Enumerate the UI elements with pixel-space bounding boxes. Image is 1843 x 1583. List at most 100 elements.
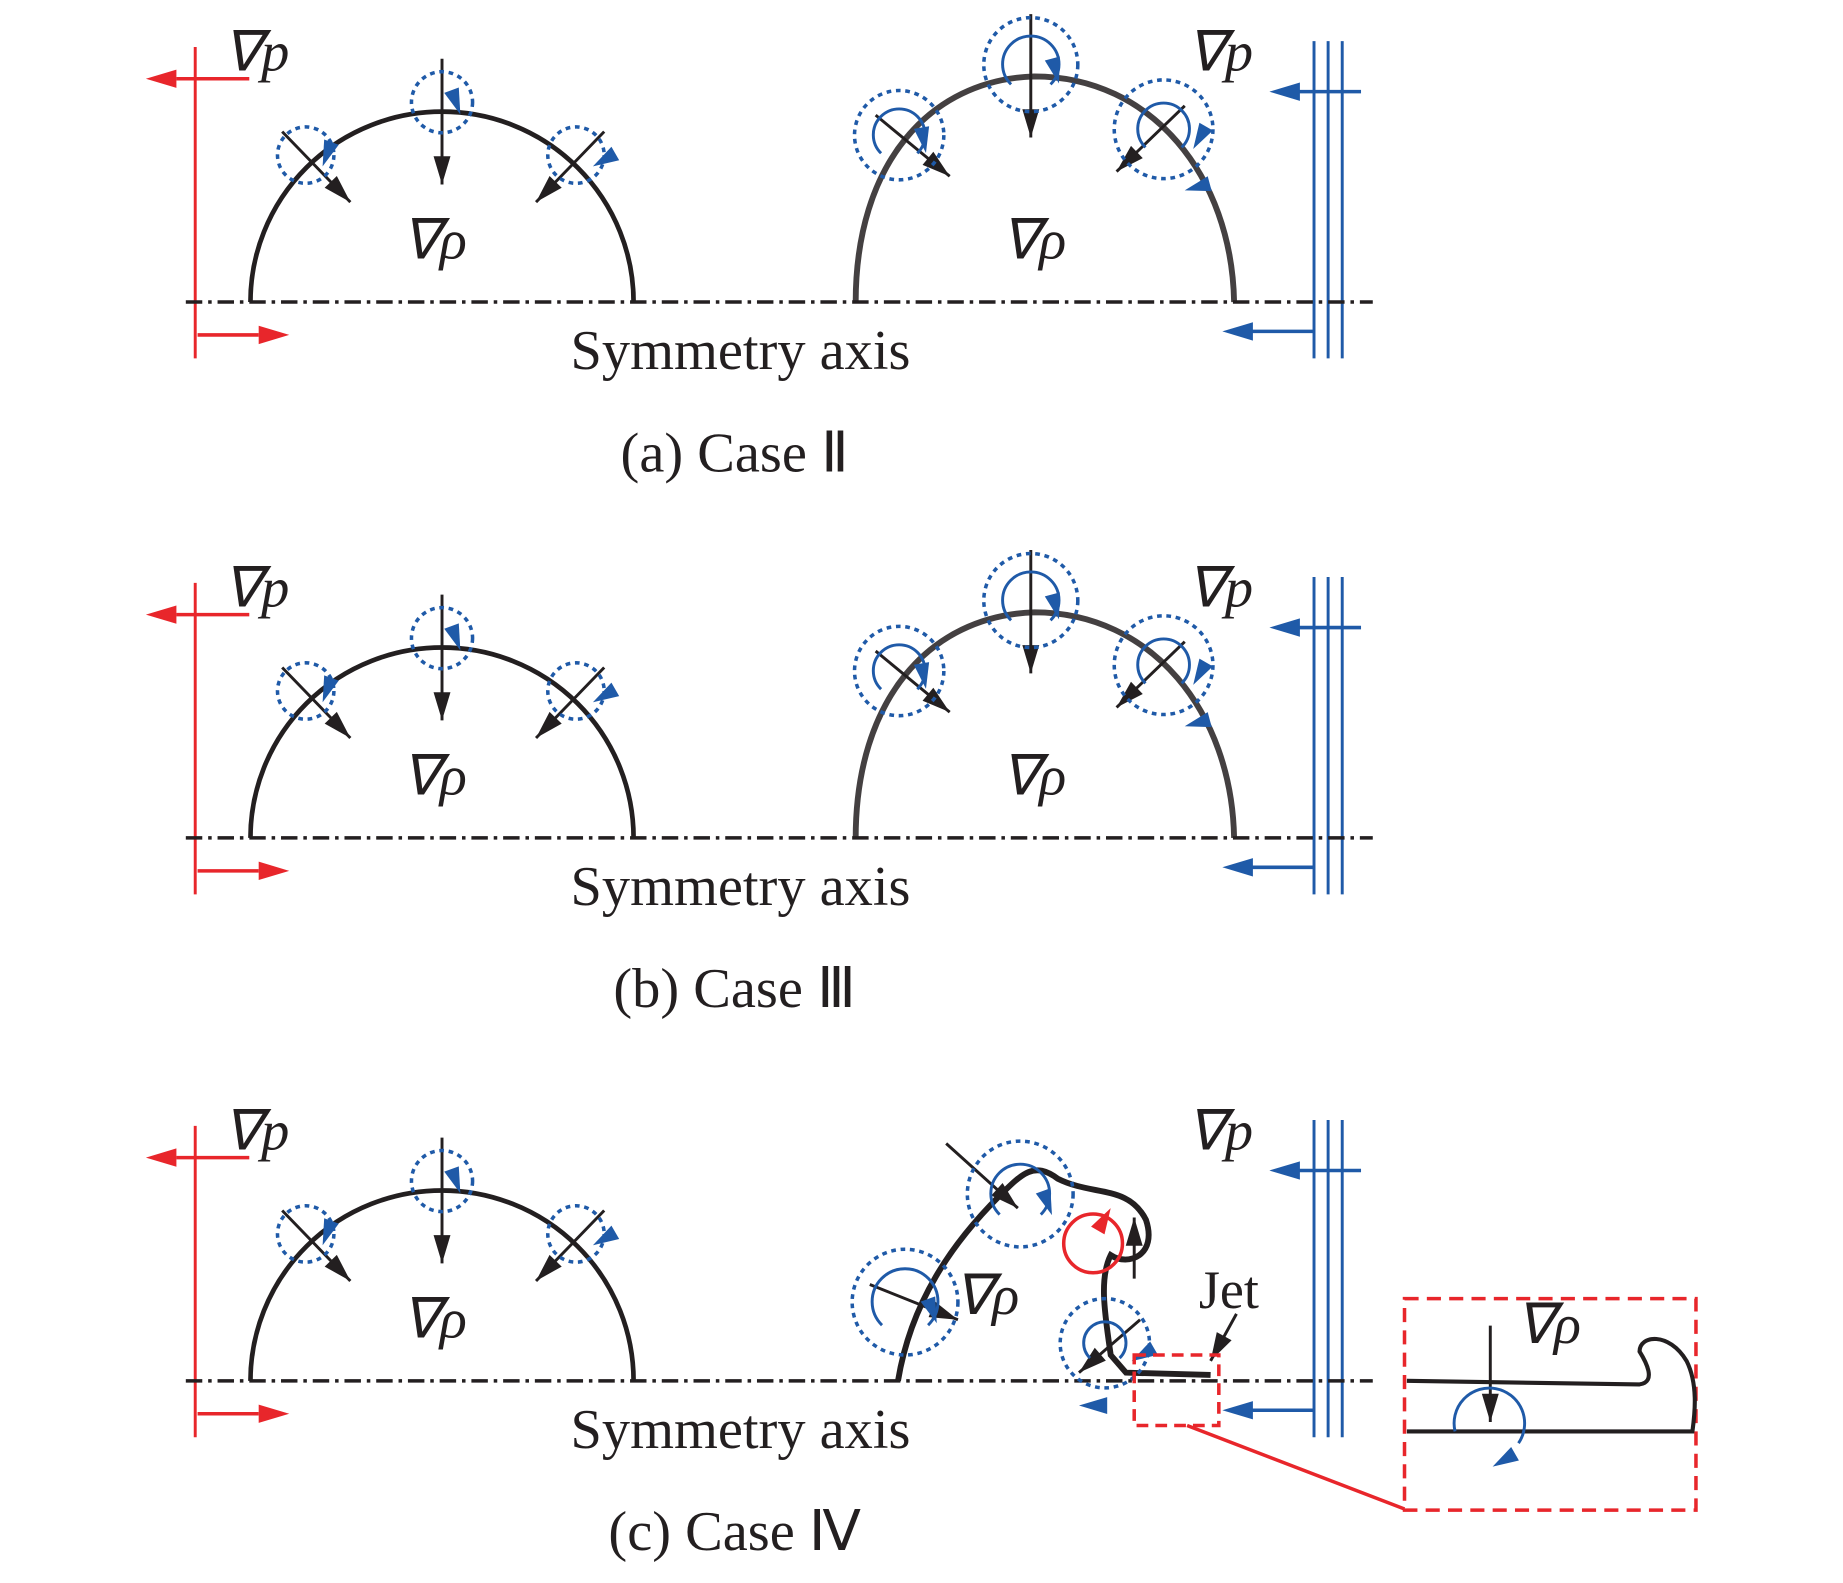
black-arrowhead [324, 1254, 351, 1281]
grad-rho-label-inset: ∇ρ [1516, 1294, 1581, 1356]
black-arrowhead [991, 1182, 1018, 1209]
deformed-bubble-interface [895, 1167, 1211, 1382]
black-arrowhead [433, 692, 451, 721]
panel-caption: (a) Case Ⅱ [621, 422, 849, 484]
vorticity-arrowhead [592, 146, 620, 167]
black-arrowhead [1481, 1393, 1499, 1422]
black-arrowhead [324, 175, 351, 203]
vorticity-arrowhead [322, 1218, 339, 1246]
jet-inset-shape [1406, 1336, 1697, 1434]
vorticity-dotted-circle [546, 661, 606, 721]
blue-arrowhead [1269, 82, 1300, 101]
jet-inset-box [1402, 1296, 1698, 1512]
black-arrowhead [536, 711, 562, 739]
vorticity-arrowhead [1035, 1188, 1052, 1216]
red-arrowhead-right [258, 861, 290, 880]
vorticity-arc [870, 1267, 940, 1327]
grad-rho-label-right: ∇ρ [1001, 745, 1066, 807]
black-arrowhead [324, 711, 351, 739]
red-arrowhead-left [145, 1148, 177, 1167]
red-arrowhead-right [258, 1404, 290, 1423]
vorticity-arrowhead [920, 1296, 937, 1324]
vorticity-arrowhead [444, 623, 461, 651]
vorticity-dotted-circle [409, 1148, 475, 1214]
vorticity-arc [1136, 637, 1191, 685]
grad-rho-label-left: ∇ρ [402, 210, 467, 272]
vorticity-dotted-circle [982, 551, 1080, 650]
black-arrowhead [1022, 109, 1040, 138]
vorticity-dotted-circle [1112, 614, 1215, 717]
vorticity-arrowhead [913, 126, 930, 154]
vorticity-arrowhead [1044, 592, 1060, 620]
vorticity-dotted-circle [982, 15, 1080, 114]
grad-p-label-right: ∇p [1187, 1100, 1253, 1162]
vorticity-arrowhead [1184, 712, 1212, 728]
black-arrowhead [536, 1254, 562, 1281]
vorticity-dotted-circle [546, 125, 606, 186]
vorticity-arrowhead [1492, 1447, 1519, 1467]
red-arrowhead-left [145, 69, 177, 88]
grad-rho-label-left: ∇ρ [402, 1288, 467, 1350]
vorticity-arrowhead [913, 662, 930, 689]
blue-arrowhead [1269, 618, 1300, 637]
vorticity-arrowhead [322, 139, 339, 167]
black-arrowhead [1125, 1217, 1143, 1246]
symmetry-axis-label: Symmetry axis [571, 856, 911, 918]
grad-rho-label-right: ∇ρ [1001, 210, 1066, 272]
inset-vorticity-arc [1452, 1386, 1527, 1444]
vorticity-dotted-circle [275, 125, 336, 186]
right-bubble-interface [852, 609, 1238, 838]
blue-arrowhead [1222, 858, 1253, 877]
blue-arrowhead [1222, 322, 1253, 341]
symmetry-axis-label: Symmetry axis [571, 1399, 911, 1461]
vorticity-dotted-circle [275, 661, 336, 721]
grad-p-label-left: ∇p [223, 22, 289, 84]
vorticity-dotted-circle [852, 88, 946, 182]
vorticity-arrowhead [1193, 122, 1213, 150]
vorticity-arrowhead [592, 682, 620, 703]
red-vortex-arrowhead [1091, 1208, 1111, 1235]
red-arrowhead-left [145, 605, 177, 624]
grad-p-label-left: ∇p [223, 557, 289, 619]
blue-arrowhead [1078, 1397, 1108, 1415]
grad-p-label-right: ∇p [1187, 22, 1253, 84]
panel-caption: (c) Case Ⅳ [608, 1501, 860, 1563]
vorticity-dotted-circle [275, 1203, 336, 1264]
red-vortex-circle [1061, 1212, 1125, 1275]
black-arrowhead [433, 156, 451, 185]
right-bubble-interface [852, 73, 1238, 303]
black-arrowhead [922, 151, 950, 177]
vorticity-arrowhead [322, 675, 339, 703]
vorticity-arrowhead [444, 87, 461, 115]
grad-rho-label-left: ∇ρ [402, 745, 467, 807]
grad-rho-label-right: ∇ρ [954, 1265, 1019, 1327]
vorticity-arc [1082, 1320, 1128, 1360]
black-arrowhead [1116, 681, 1143, 708]
vorticity-dotted-circle [850, 1247, 960, 1357]
grad-p-label-left: ∇p [223, 1100, 289, 1162]
black-arrowhead [536, 175, 562, 203]
vorticity-dotted-circle [546, 1203, 606, 1264]
vorticity-dotted-circle [852, 624, 946, 718]
grad-p-label-right: ∇p [1187, 557, 1253, 619]
vorticity-arrowhead [592, 1225, 620, 1246]
black-arrowhead [1022, 645, 1040, 674]
vorticity-dotted-circle [1112, 78, 1215, 181]
vorticity-arc [1136, 101, 1191, 149]
symmetry-axis-label: Symmetry axis [571, 320, 911, 382]
vorticity-arrowhead [1044, 56, 1060, 84]
vorticity-dotted-circle [409, 605, 475, 671]
black-arrowhead [433, 1235, 451, 1264]
blue-arrowhead [1269, 1161, 1300, 1180]
blue-arrowhead [1222, 1401, 1253, 1420]
panel-caption: (b) Case Ⅲ [613, 958, 855, 1020]
black-arrowhead [922, 687, 950, 713]
vorticity-dotted-circle [965, 1139, 1075, 1249]
jet-label: Jet [1199, 1260, 1259, 1320]
vorticity-arrowhead [1184, 176, 1212, 192]
red-arrowhead-right [258, 325, 290, 345]
